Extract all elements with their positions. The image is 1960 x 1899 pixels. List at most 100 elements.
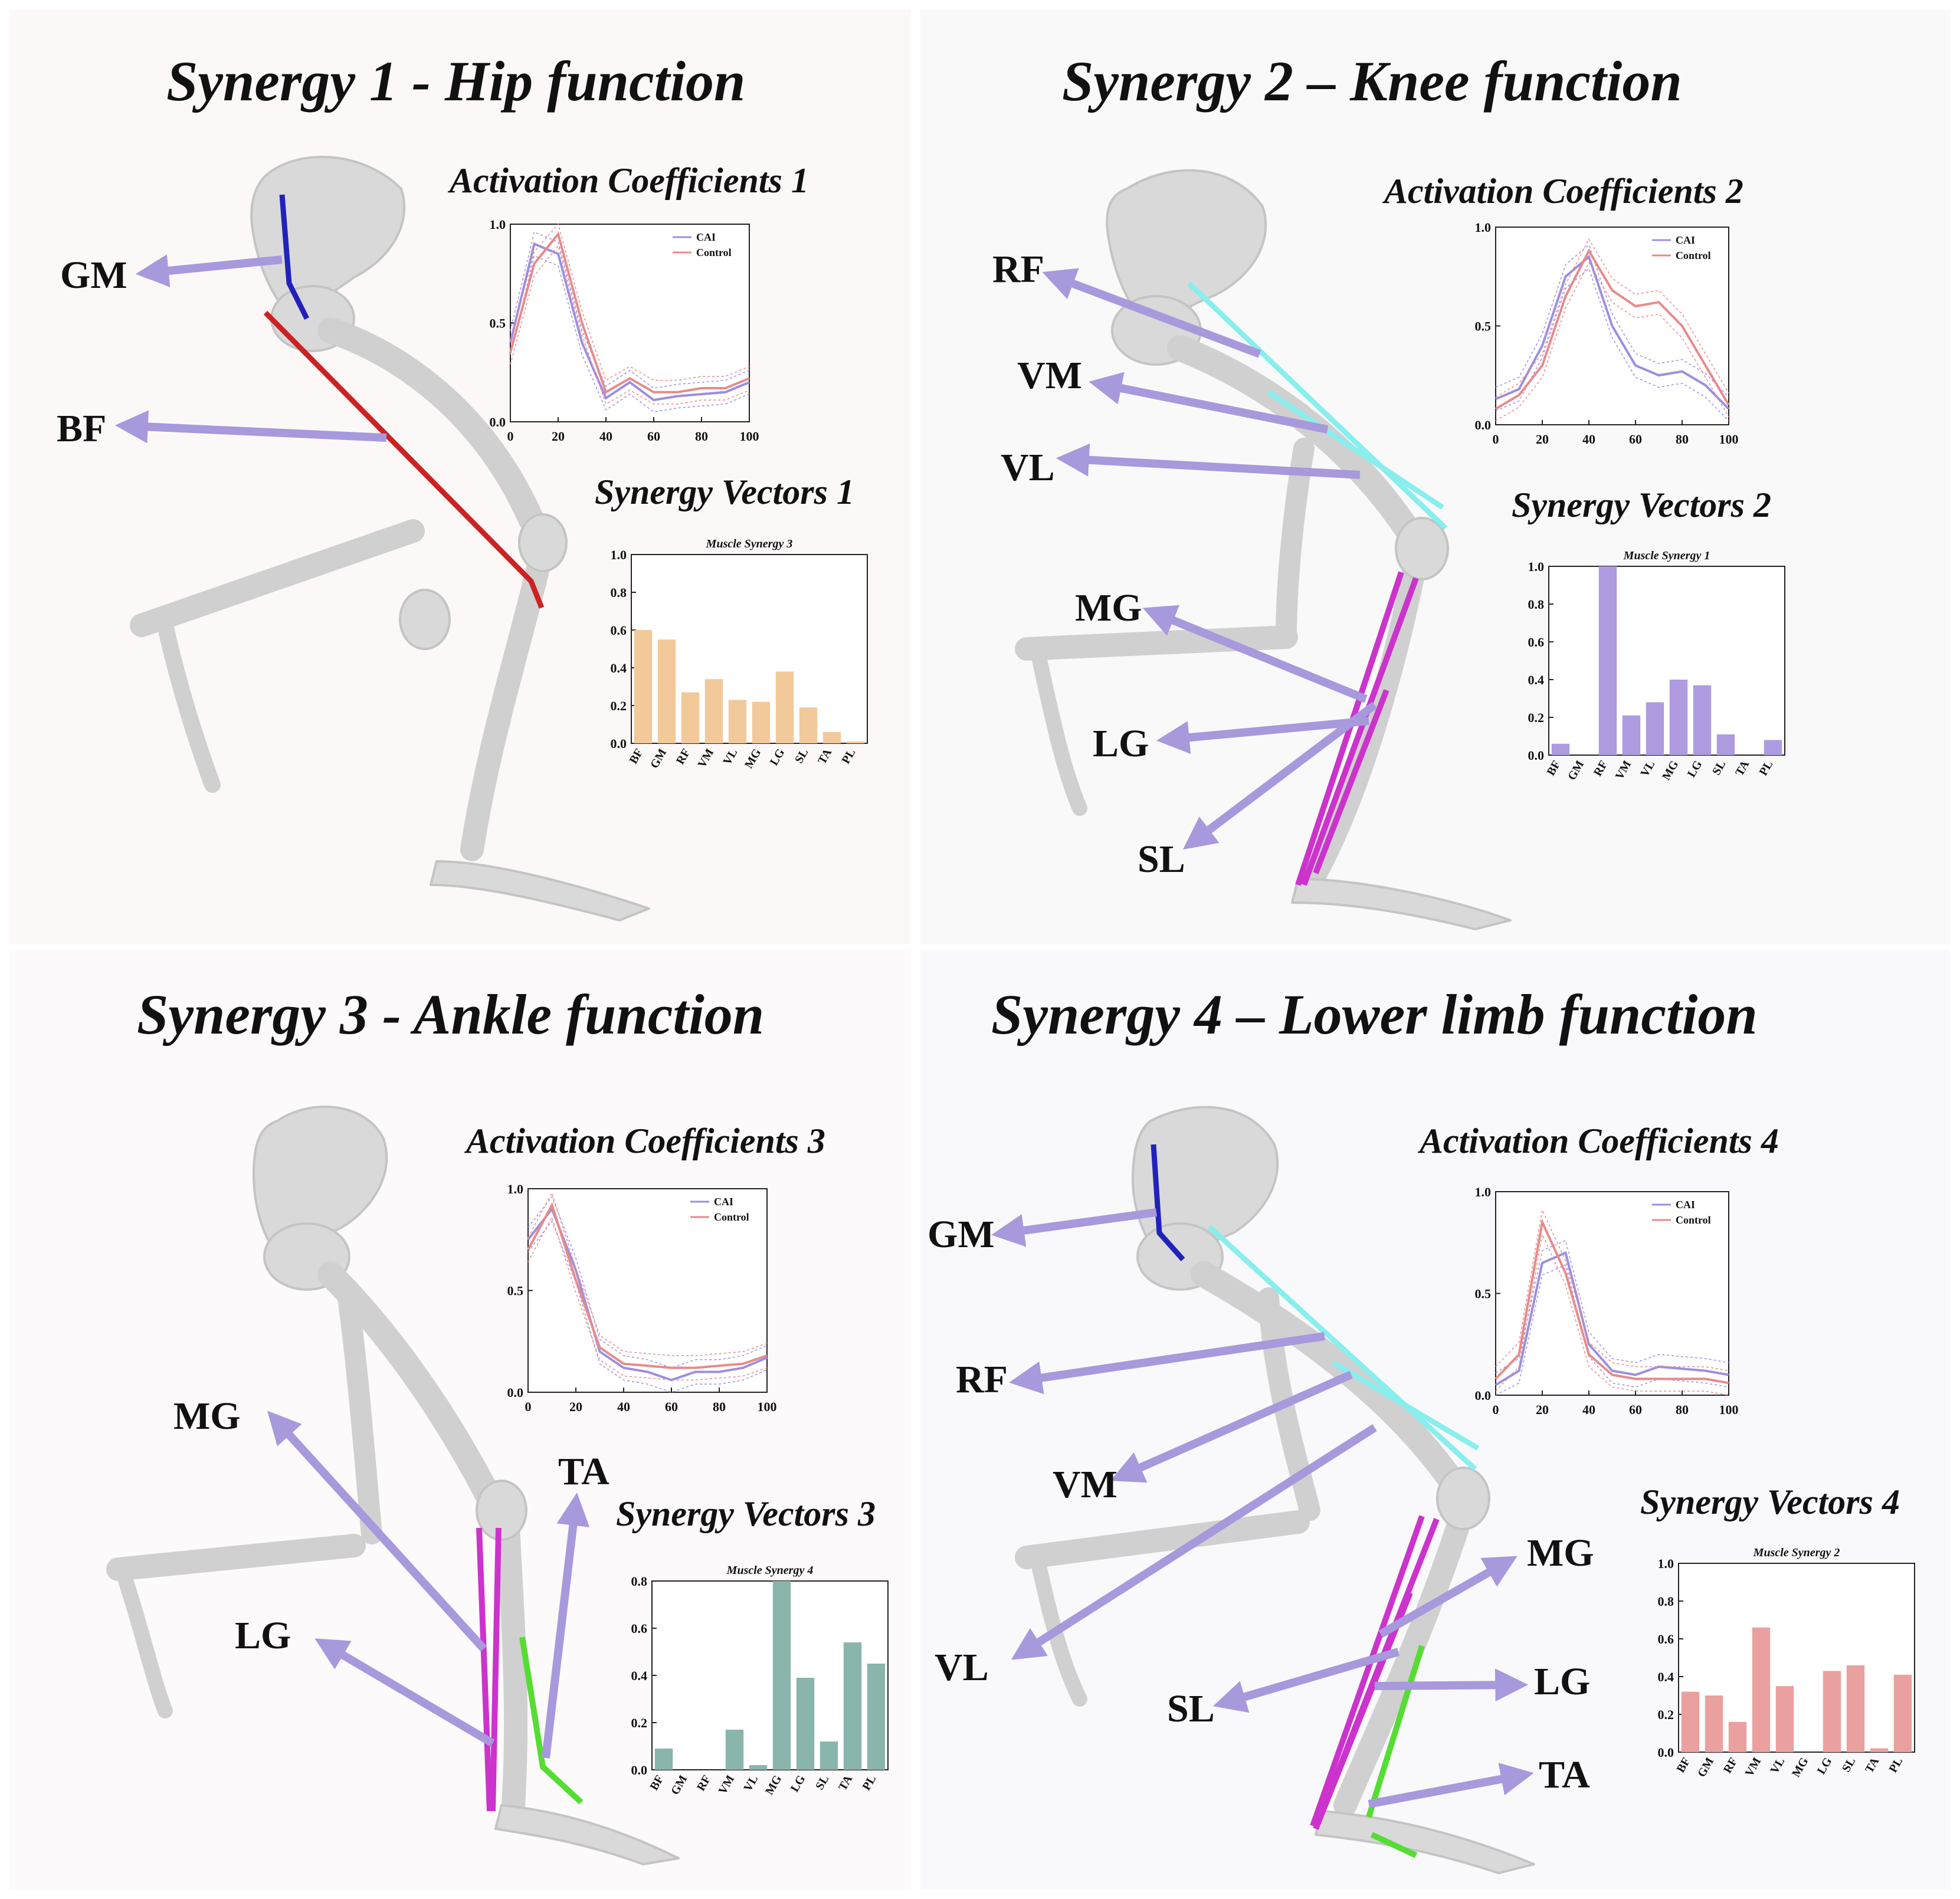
- y-tick-label: 0.2: [1528, 710, 1545, 725]
- sd-band-upper: [1495, 238, 1729, 398]
- x-tick-label: VM: [1613, 758, 1634, 782]
- lg-arrow-4: [1374, 1668, 1529, 1702]
- calf-muscle-line-3a: [476, 1527, 493, 1812]
- y-tick-label: 0.0: [1475, 418, 1492, 432]
- x-tick-label: MG: [763, 1773, 784, 1797]
- legend-label: CAI: [714, 1196, 733, 1208]
- bar-lg: [1693, 685, 1712, 755]
- x-tick-label: BF: [627, 747, 645, 766]
- y-tick-label: 0.4: [1528, 673, 1545, 687]
- x-tick-label: PL: [860, 1773, 879, 1793]
- label-mg-3: MG: [173, 1395, 241, 1438]
- bar-gm: [1705, 1695, 1723, 1752]
- mg-arrow-3: [267, 1411, 487, 1652]
- y-tick-label: 1.0: [1528, 559, 1545, 574]
- bar-mg: [752, 701, 771, 743]
- x-tick-label: GM: [1565, 758, 1587, 782]
- ta-muscle-line-4b: [1370, 1832, 1418, 1858]
- sd-band-upper: [1495, 1239, 1729, 1373]
- x-tick-label: 80: [1676, 432, 1689, 447]
- bar-ta: [1870, 1748, 1889, 1752]
- label-gm-4: GM: [927, 1213, 995, 1256]
- x-tick-label: SL: [1710, 759, 1728, 778]
- y-tick-label: 0.4: [1658, 1670, 1674, 1684]
- x-tick-label: LG: [788, 1773, 808, 1794]
- label-gm-1: GM: [60, 254, 127, 297]
- x-tick-label: 100: [740, 429, 759, 444]
- x-tick-label: MG: [742, 746, 763, 770]
- mg-arrow-4: [1378, 1556, 1517, 1638]
- sd-band-lower: [1495, 268, 1729, 421]
- x-tick-label: 60: [1629, 1402, 1642, 1417]
- x-tick-label: BF: [647, 1773, 666, 1793]
- x-tick-label: GM: [1695, 1755, 1716, 1779]
- x-tick-label: 40: [1582, 432, 1595, 447]
- quad-muscle-line-4a: [1207, 1225, 1477, 1471]
- x-tick-label: BF: [1544, 759, 1563, 778]
- quad-muscle-line-2a: [1187, 281, 1448, 530]
- rf-arrow-4: [1009, 1332, 1326, 1395]
- y-tick-label: 0.4: [611, 661, 627, 675]
- bar-mg: [772, 1581, 791, 1770]
- sd-band-lower: [1495, 1264, 1729, 1396]
- vectors-title-1: Synergy Vectors 1: [595, 473, 854, 511]
- series-line: [509, 231, 750, 394]
- panel-synergy-1: [9, 9, 911, 944]
- x-tick-label: 40: [617, 1399, 630, 1414]
- rf-arrow-2: [1042, 268, 1261, 358]
- y-tick-label: 1.0: [611, 547, 627, 562]
- x-tick-label: 0: [525, 1399, 532, 1414]
- quad-muscle-line-2b: [1267, 390, 1444, 510]
- bar-bf: [1681, 1691, 1700, 1752]
- x-tick-label: 100: [758, 1399, 777, 1414]
- x-tick-label: 40: [1582, 1402, 1595, 1417]
- calf-muscle-line-2b: [1301, 577, 1419, 886]
- x-tick-label: LG: [1815, 1755, 1835, 1776]
- plot-frame: [1548, 566, 1785, 756]
- panel-4-title: Synergy 4 – Lower limb function: [991, 983, 1758, 1046]
- x-tick-label: 80: [1676, 1402, 1689, 1417]
- bar-rf: [1598, 566, 1617, 755]
- bar-bf: [634, 630, 653, 743]
- chart-title: Muscle Synergy 2: [1753, 1546, 1840, 1559]
- quad-muscle-line-4b: [1332, 1360, 1480, 1451]
- gm-arrow-4: [991, 1208, 1157, 1247]
- vectors-title-4: Synergy Vectors 4: [1640, 1483, 1900, 1521]
- y-tick-label: 0.5: [1475, 1287, 1492, 1301]
- label-mg-4: MG: [1527, 1531, 1594, 1575]
- x-tick-label: MG: [1789, 1755, 1811, 1779]
- x-tick-label: PL: [1756, 759, 1775, 778]
- x-tick-label: VL: [1638, 759, 1657, 779]
- activation-title-2: Activation Coefficients 2: [1384, 172, 1743, 211]
- x-tick-label: 60: [647, 429, 660, 444]
- sd-band-lower: [1495, 261, 1729, 421]
- x-tick-label: SL: [792, 747, 811, 766]
- sd-band-lower: [510, 255, 750, 413]
- series-line: [1494, 248, 1730, 410]
- x-tick-label: 20: [569, 1399, 582, 1414]
- gm-muscle-line-1: [279, 194, 310, 320]
- y-tick-label: 0.8: [631, 1574, 648, 1589]
- bar-mg: [1669, 680, 1688, 755]
- label-rf-2: RF: [992, 248, 1044, 291]
- gm-arrow-1: [135, 254, 283, 287]
- calf-muscle-line-3b: [490, 1527, 502, 1812]
- ta-arrow-4: [1368, 1763, 1534, 1808]
- sd-band-lower: [527, 1220, 768, 1393]
- bar-bf: [1551, 743, 1570, 755]
- bf-arrow-1: [114, 410, 387, 444]
- x-tick-label: SL: [1840, 1756, 1858, 1775]
- lg-arrow-2: [1156, 717, 1369, 755]
- lg-arrow-3: [314, 1638, 495, 1747]
- y-tick-label: 0.6: [1528, 635, 1545, 650]
- y-tick-label: 0.8: [611, 585, 627, 600]
- y-tick-label: 1.0: [1658, 1556, 1674, 1571]
- x-tick-label: 20: [1536, 432, 1549, 447]
- x-tick-label: GM: [668, 1773, 690, 1797]
- chart-title: Muscle Synergy 4: [726, 1564, 814, 1577]
- bar-pl: [1764, 740, 1782, 755]
- bar-lg: [775, 671, 794, 743]
